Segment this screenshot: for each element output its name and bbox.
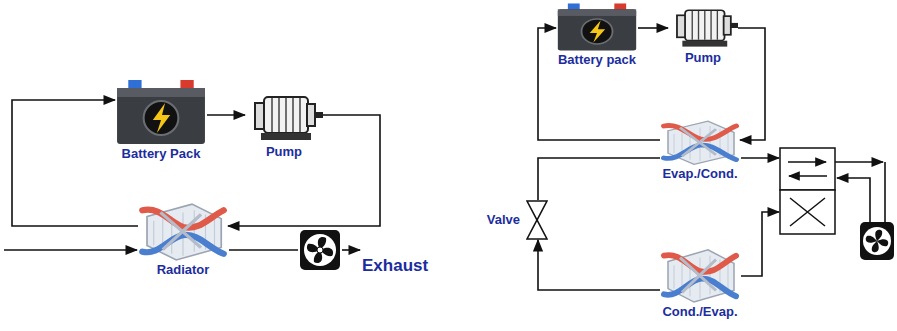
pump: Pump [668,6,738,66]
radiator: Radiator [138,200,228,278]
heat-exchanger: Evap./Cond. [660,118,740,182]
component-label: Valve [487,212,520,228]
coolant-line [538,240,660,290]
valve-icon [526,200,548,240]
hx-icon [138,200,228,262]
pump-icon [245,92,323,144]
battery-pack: Battery Pack [115,78,207,162]
component-label: Evap./Cond. [662,166,737,182]
four-way-valve [780,148,835,234]
battery-pack: Battery pack [556,2,638,68]
pump-icon [668,6,738,50]
battery-icon [115,78,207,146]
pump: Pump [245,92,323,160]
flow-label: Exhaust [362,256,428,276]
hx-icon [660,246,740,304]
hx-icon [660,118,740,166]
component-label: Radiator [157,262,210,278]
component-label: Battery Pack [122,146,201,162]
coolant-line [207,114,245,116]
component-label: Pump [685,50,721,66]
fan-symbol [300,230,340,270]
component-label: Battery pack [558,52,636,68]
fan-symbol [860,222,894,260]
coolant-line [738,28,765,140]
component-label: Cond./Evap. [662,304,737,320]
component-label: Pump [266,144,302,160]
coolant-line [538,158,660,200]
battery-icon [556,2,638,52]
coolant-line [638,27,668,29]
heat-exchanger: Cond./Evap. [660,246,740,320]
expansion-valve: Valve [487,200,548,240]
